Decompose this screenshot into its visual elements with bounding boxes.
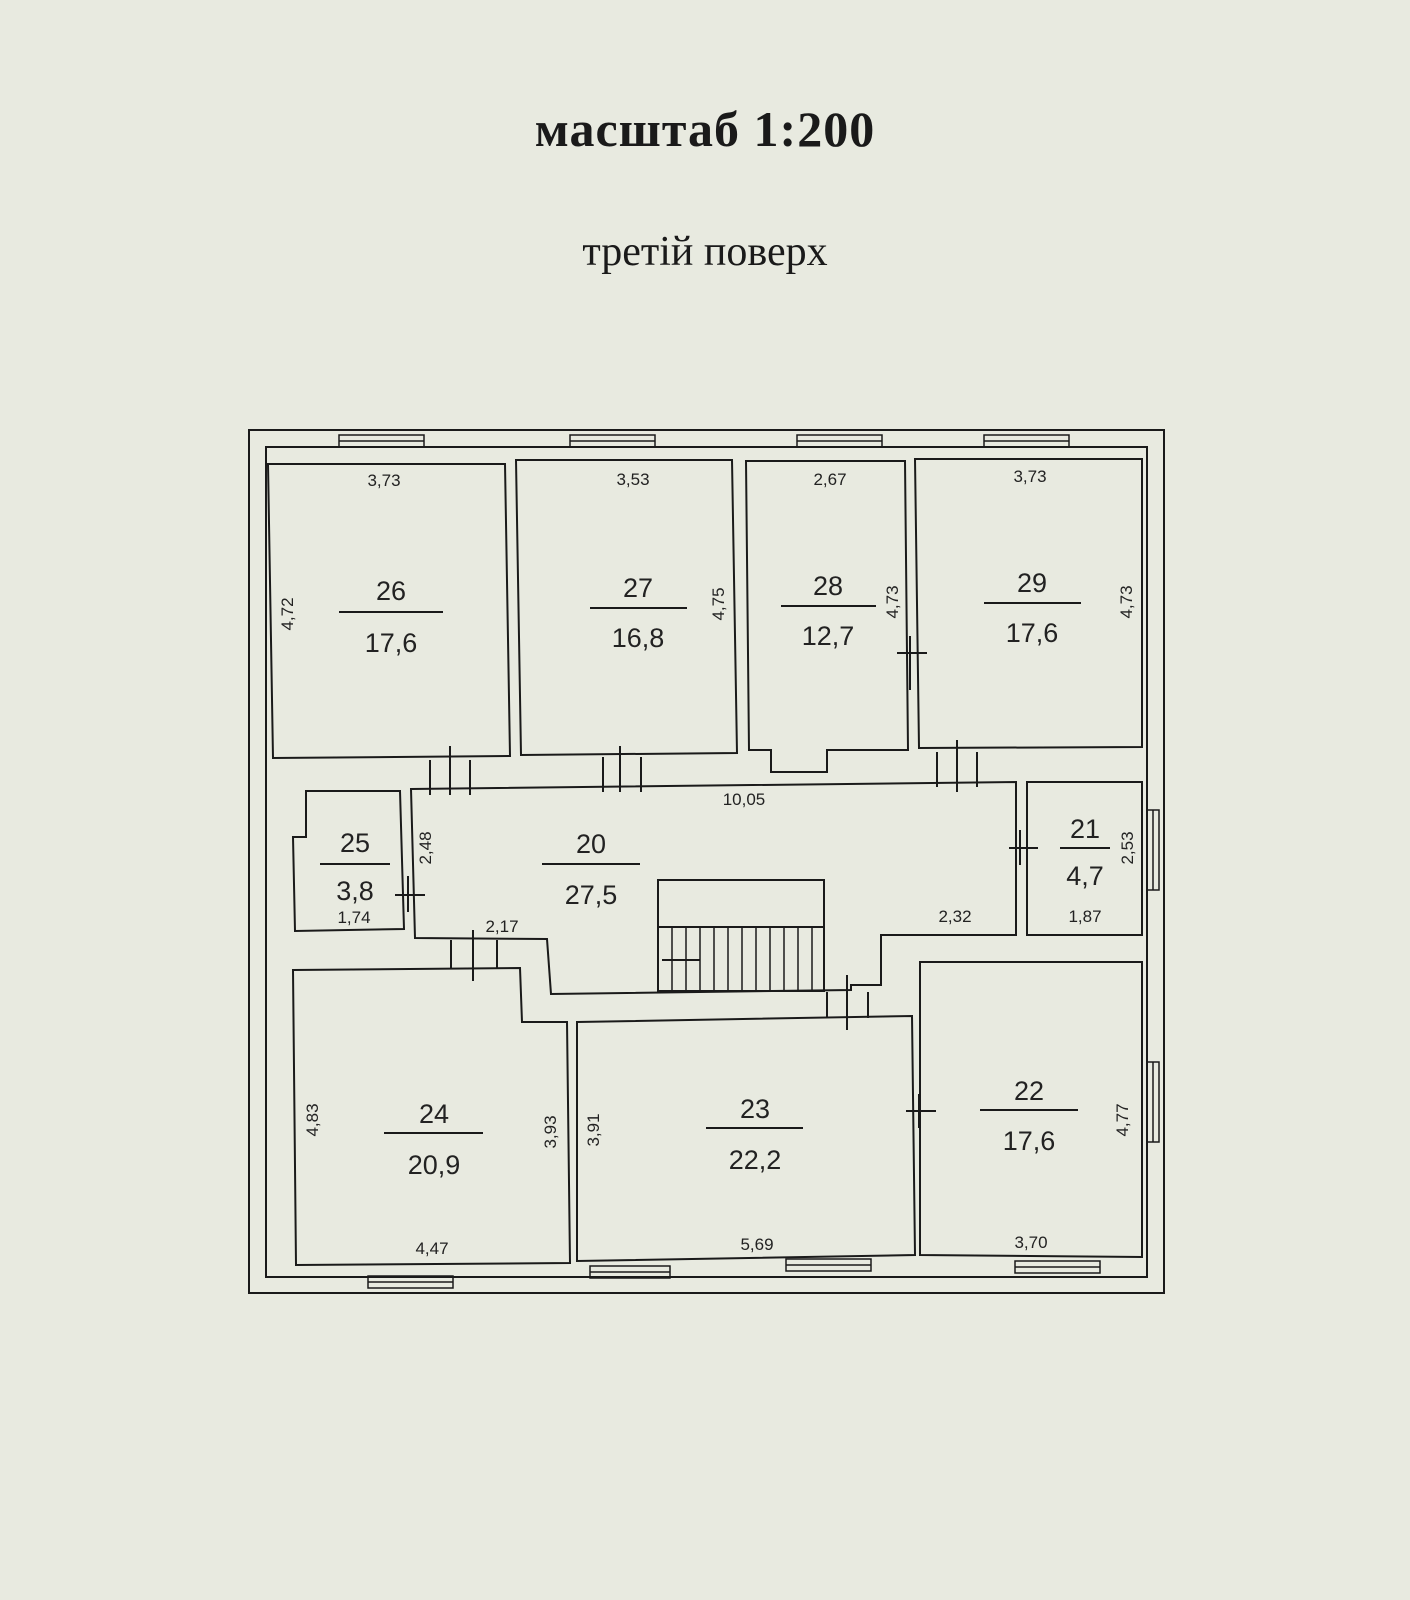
room-26-outline [266,463,512,760]
r27-height-dim: 4,75 [709,587,728,620]
outer-wall-outer [248,429,1165,1294]
room-24-number: 24 [419,1099,449,1129]
r20-length-dim: 10,05 [723,790,766,809]
windows [338,434,1160,1289]
r24-width-dim: 4,47 [415,1239,448,1258]
r24-height-left-dim: 4,83 [303,1103,322,1136]
r26-width-dim: 3,73 [367,471,400,490]
room-29-number: 29 [1017,568,1047,598]
scale-title: масштаб 1:200 [534,101,876,157]
r21-width-dim: 1,87 [1068,907,1101,926]
stair-flight [657,926,825,992]
r21-height-dim: 2,53 [1118,831,1137,864]
r20-left-width-dim: 2,17 [485,917,518,936]
room-25-number: 25 [340,828,370,858]
r24-height-right-dim: 3,93 [541,1115,560,1148]
room-26-area: 17,6 [365,628,418,658]
room-26-number: 26 [376,576,406,606]
room-28-number: 28 [813,571,843,601]
r26-height-dim: 4,72 [278,597,297,630]
floor-subtitle: третій поверх [582,229,828,275]
r22-height-dim: 4,77 [1113,1103,1132,1136]
room-25-area: 3,8 [336,876,374,906]
room-24-area: 20,9 [408,1150,461,1180]
r29-height-dim: 4,73 [1117,585,1136,618]
room-29-outline [913,458,1143,750]
r22-width-dim: 3,70 [1014,1233,1047,1252]
r28-width-dim: 2,67 [813,470,846,489]
room-25-outline [291,790,406,933]
room-27-area: 16,8 [612,623,665,653]
r20-right-width-dim: 2,32 [938,907,971,926]
room-21-outline [1026,781,1143,936]
r23-width-dim: 5,69 [740,1235,773,1254]
room-22-outline [919,961,1143,1259]
r20-height-dim: 2,48 [416,831,435,864]
room-27-number: 27 [623,573,653,603]
room-24-outline [291,966,572,1267]
room-21-number: 21 [1070,814,1100,844]
r25-width-dim: 1,74 [337,908,370,927]
r23-height-dim: 3,91 [584,1113,603,1146]
doors [395,636,1038,1128]
room-20-outline [409,780,1017,996]
stair-landing [657,879,825,928]
room-21-area: 4,7 [1066,861,1104,891]
room-23-area: 22,2 [729,1145,782,1175]
room-23-number: 23 [740,1094,770,1124]
room-20-area: 27,5 [565,880,618,910]
room-29-area: 17,6 [1006,618,1059,648]
label-fraction-lines [320,602,1110,1134]
r28-height-dim: 4,73 [883,585,902,618]
room-22-area: 17,6 [1003,1126,1056,1156]
r29-width-dim: 3,73 [1013,467,1046,486]
r27-width-dim: 3,53 [616,470,649,489]
room-28-outline [744,460,910,773]
room-22-number: 22 [1014,1076,1044,1106]
room-27-outline [514,459,739,757]
room-20-number: 20 [576,829,606,859]
room-23-outline [576,1014,917,1263]
room-28-area: 12,7 [802,621,855,651]
